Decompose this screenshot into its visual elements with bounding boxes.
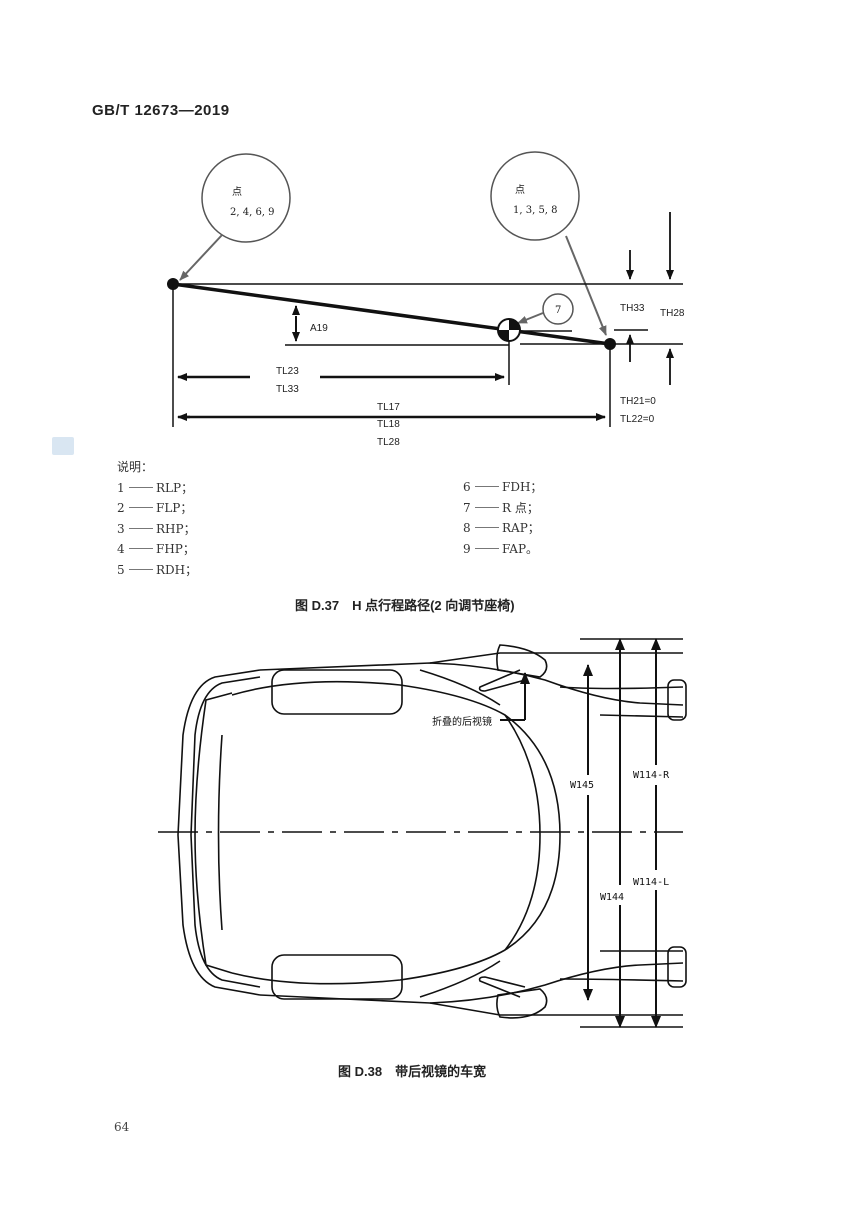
page-number: 64 — [114, 1120, 130, 1134]
callout-small-number: 7 — [555, 305, 561, 316]
callout-left-title: 点 — [232, 186, 242, 198]
label-tl28: TL28 — [377, 437, 400, 448]
label-a19: A19 — [310, 323, 328, 334]
callout-circle-right — [490, 151, 580, 241]
label-tl18: TL18 — [377, 419, 400, 430]
h-point-travel-path — [172, 282, 611, 346]
standard-code: GB/T 12673—2019 — [92, 102, 230, 119]
callout-small-leader — [517, 312, 544, 324]
side-tab-mark — [52, 437, 74, 455]
label-tl17: TL17 — [377, 402, 400, 413]
label-th28: TH28 — [660, 308, 685, 319]
callout-circle-small — [542, 293, 574, 325]
callout-right-title: 点 — [515, 184, 525, 196]
label-th21: TH21=0 — [620, 396, 656, 407]
figure-d38-caption: 图 D.38 带后视镜的车宽 — [338, 1064, 487, 1079]
legend-title: 说明： — [117, 460, 154, 474]
figure-d37-caption: 图 D.37 H 点行程路径(2 向调节座椅) — [295, 598, 515, 613]
mirror-label: 折叠的后视镜 — [432, 715, 492, 728]
vehicle-outline — [177, 644, 687, 1019]
callout-right-leader — [565, 235, 607, 336]
r-point-symbol — [497, 318, 521, 342]
label-tl22: TL22=0 — [620, 414, 655, 425]
callout-circle-left — [201, 153, 291, 243]
label-th33: TH33 — [620, 303, 645, 314]
callout-left-points: 2, 4, 6, 9 — [230, 207, 275, 218]
label-w145: W145 — [570, 780, 594, 791]
callout-right-points: 1, 3, 5, 8 — [513, 205, 558, 216]
label-w114-l: W114-L — [633, 877, 669, 888]
callout-left-leader — [179, 234, 223, 281]
label-tl23: TL23 — [276, 366, 299, 377]
figure-d37-diagram: 点 2, 4, 6, 9 点 1, 3, 5, 8 7 A19 TL23 TL3… — [167, 151, 685, 448]
label-tl33: TL33 — [276, 384, 299, 395]
label-w114-r: W114-R — [633, 770, 670, 781]
label-w144: W144 — [600, 892, 624, 903]
figure-d38-diagram: 折叠的后视镜 W145 W144 W114-R W114-L — [158, 638, 687, 1028]
